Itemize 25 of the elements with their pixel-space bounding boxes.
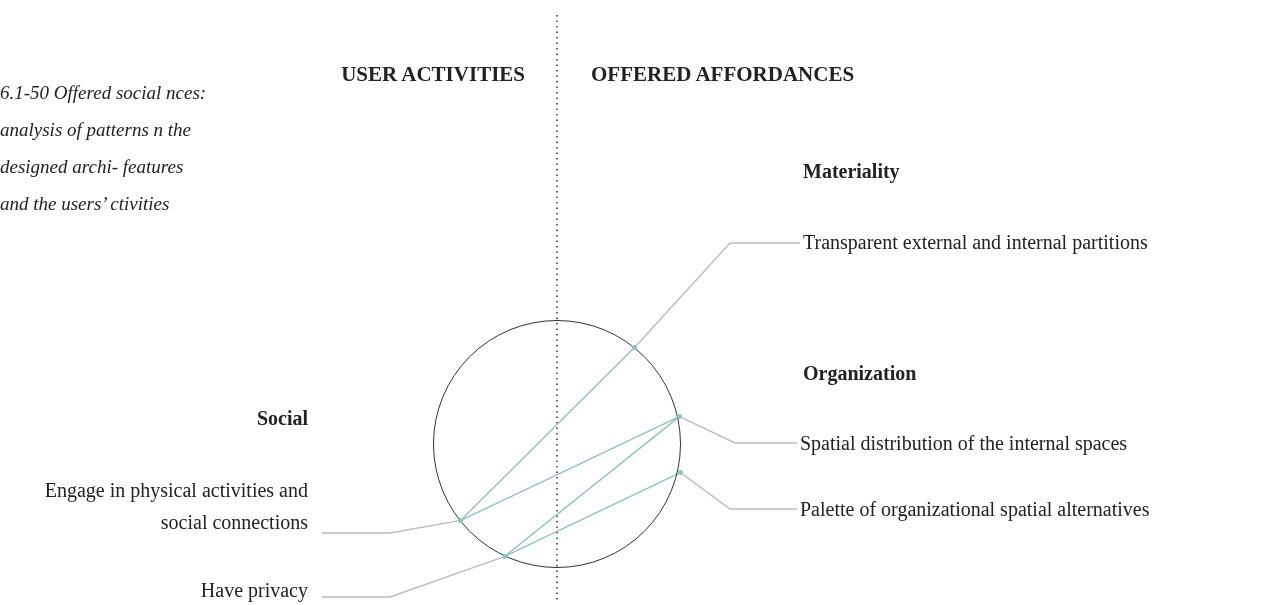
text-label: Palette of organizational spatial alternatives [797, 493, 1257, 525]
connector-line [506, 472, 679, 557]
junction-dot [678, 470, 683, 475]
connector-line [462, 416, 678, 521]
column-heading: USER ACTIVITIES [340, 62, 525, 87]
junction-dot [502, 554, 507, 559]
junction-dot [677, 414, 682, 419]
figure-caption: 6.1-50 Offered social nces: analysis of patterns n the designed archi- features and the users’ ctivities [0, 81, 208, 216]
category-heading: Organization [803, 362, 917, 385]
leader-line [321, 520, 459, 534]
connector-line [461, 348, 634, 520]
text-label: Transparent external and internal partitions [800, 226, 1260, 258]
leader-line [681, 416, 798, 444]
junction-dot [632, 345, 637, 350]
text-label: Engage in physical activities and social connections [0, 474, 322, 538]
category-heading: Social [255, 407, 308, 430]
text-label: Spatial distribution of the internal spaces [797, 427, 1237, 459]
text-label: Have privacy [100, 574, 322, 605]
leader-line [321, 556, 503, 598]
junction-dot [458, 518, 463, 523]
column-heading: OFFERED AFFORDANCES [591, 62, 855, 87]
leader-line [635, 242, 801, 347]
leader-line [681, 473, 798, 510]
connector-line [505, 417, 679, 556]
category-heading: Materiality [803, 160, 900, 183]
